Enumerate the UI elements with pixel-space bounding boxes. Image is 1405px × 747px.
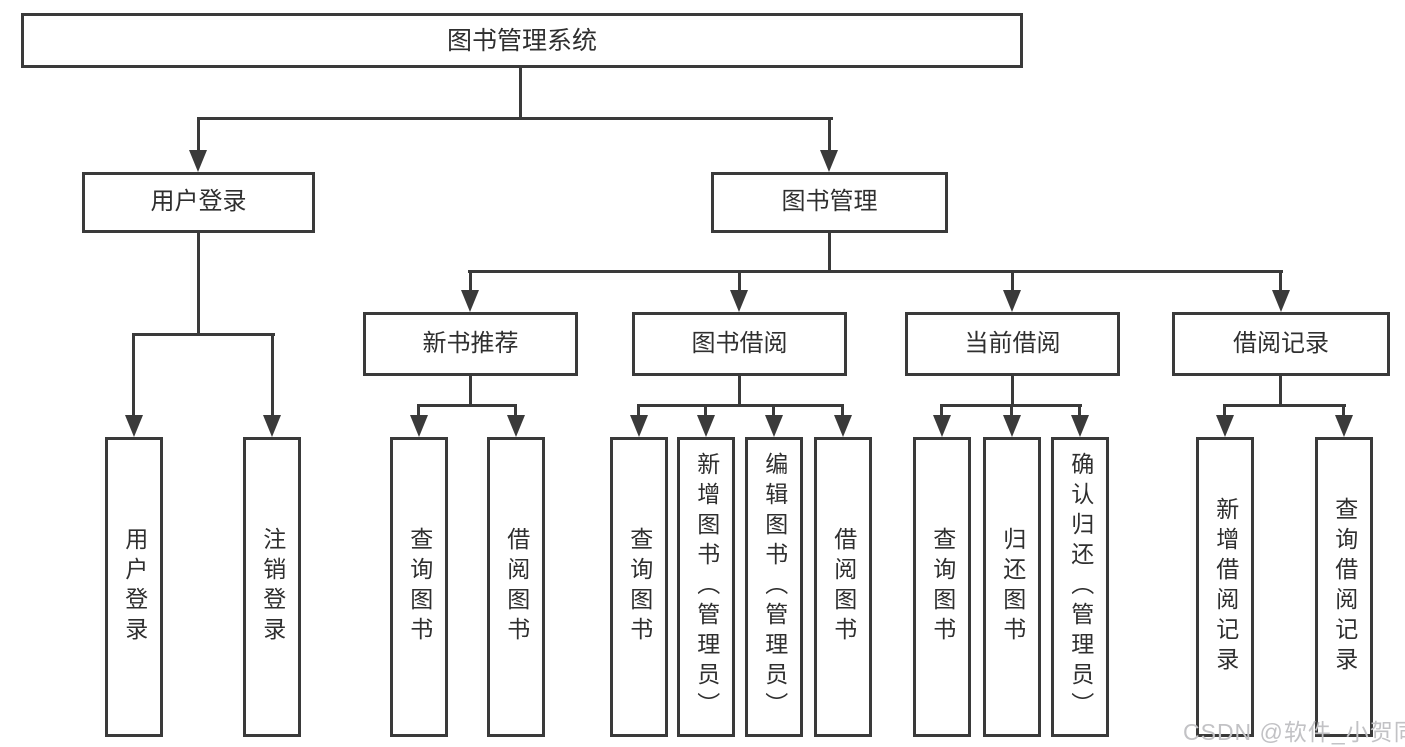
node-borrowing-records: 借阅记录 (1172, 312, 1390, 376)
connector-line (1078, 404, 1081, 418)
arrowhead-down-icon (765, 415, 783, 437)
connector-line (417, 404, 517, 407)
connector-line (738, 270, 741, 293)
connector-line (1010, 404, 1013, 418)
node-book-borrowing: 图书借阅 (632, 312, 847, 376)
arrowhead-down-icon (1003, 290, 1021, 312)
leaf-query-books-recommend: 查询图书 (390, 437, 448, 737)
connector-line (271, 333, 274, 418)
arrowhead-down-icon (1216, 415, 1234, 437)
leaf-user-login: 用户登录 (105, 437, 163, 737)
leaf-query-borrow-record: 查询借阅记录 (1315, 437, 1373, 737)
connector-line (519, 68, 522, 119)
connector-line (417, 404, 420, 418)
arrowhead-down-icon (1272, 290, 1290, 312)
connector-line (514, 404, 517, 418)
connector-line (1279, 376, 1282, 406)
leaf-add-borrow-record: 新增借阅记录 (1196, 437, 1254, 737)
connector-line (1279, 270, 1282, 293)
arrowhead-down-icon (630, 415, 648, 437)
arrowhead-down-icon (461, 290, 479, 312)
leaf-return-books: 归还图书 (983, 437, 1041, 737)
node-user-login: 用户登录 (82, 172, 315, 233)
connector-line (1223, 404, 1226, 418)
leaf-logout: 注销登录 (243, 437, 301, 737)
connector-line (637, 404, 844, 407)
node-current-borrowing: 当前借阅 (905, 312, 1120, 376)
arrowhead-down-icon (834, 415, 852, 437)
node-library-management-system: 图书管理系统 (21, 13, 1023, 68)
connector-line (940, 404, 943, 418)
node-new-book-recommendation: 新书推荐 (363, 312, 578, 376)
connector-line (637, 404, 640, 418)
connector-line (468, 270, 1283, 273)
connector-line (1011, 270, 1014, 293)
connector-line (197, 117, 200, 152)
arrowhead-down-icon (730, 290, 748, 312)
connector-line (469, 376, 472, 406)
arrowhead-down-icon (1071, 415, 1089, 437)
arrowhead-down-icon (697, 415, 715, 437)
leaf-add-book-admin: 新增图书（管理员） (677, 437, 735, 737)
leaf-confirm-return-admin: 确认归还（管理员） (1051, 437, 1109, 737)
connector-line (1011, 376, 1014, 406)
connector-line (132, 333, 275, 336)
arrowhead-down-icon (410, 415, 428, 437)
connector-line (132, 333, 135, 418)
leaf-query-books-current: 查询图书 (913, 437, 971, 737)
connector-line (841, 404, 844, 418)
arrowhead-down-icon (125, 415, 143, 437)
arrowhead-down-icon (1335, 415, 1353, 437)
connector-line (704, 404, 707, 418)
connector-line (738, 376, 741, 406)
arrowhead-down-icon (820, 150, 838, 172)
arrowhead-down-icon (189, 150, 207, 172)
connector-line (469, 270, 472, 293)
connector-line (1223, 404, 1346, 407)
arrowhead-down-icon (507, 415, 525, 437)
leaf-edit-book-admin: 编辑图书（管理员） (745, 437, 803, 737)
csdn-watermark: CSDN @软件_小贺同学 (1183, 719, 1405, 745)
connector-line (197, 233, 200, 335)
connector-line (772, 404, 775, 418)
leaf-borrow-books-recommend: 借阅图书 (487, 437, 545, 737)
arrowhead-down-icon (263, 415, 281, 437)
node-book-management: 图书管理 (711, 172, 948, 233)
connector-line (197, 117, 833, 120)
connector-line (828, 233, 831, 272)
leaf-borrow-books-borrowing: 借阅图书 (814, 437, 872, 737)
arrowhead-down-icon (1003, 415, 1021, 437)
connector-line (1342, 404, 1345, 418)
arrowhead-down-icon (933, 415, 951, 437)
leaf-query-books-borrowing: 查询图书 (610, 437, 668, 737)
connector-line (828, 117, 831, 152)
